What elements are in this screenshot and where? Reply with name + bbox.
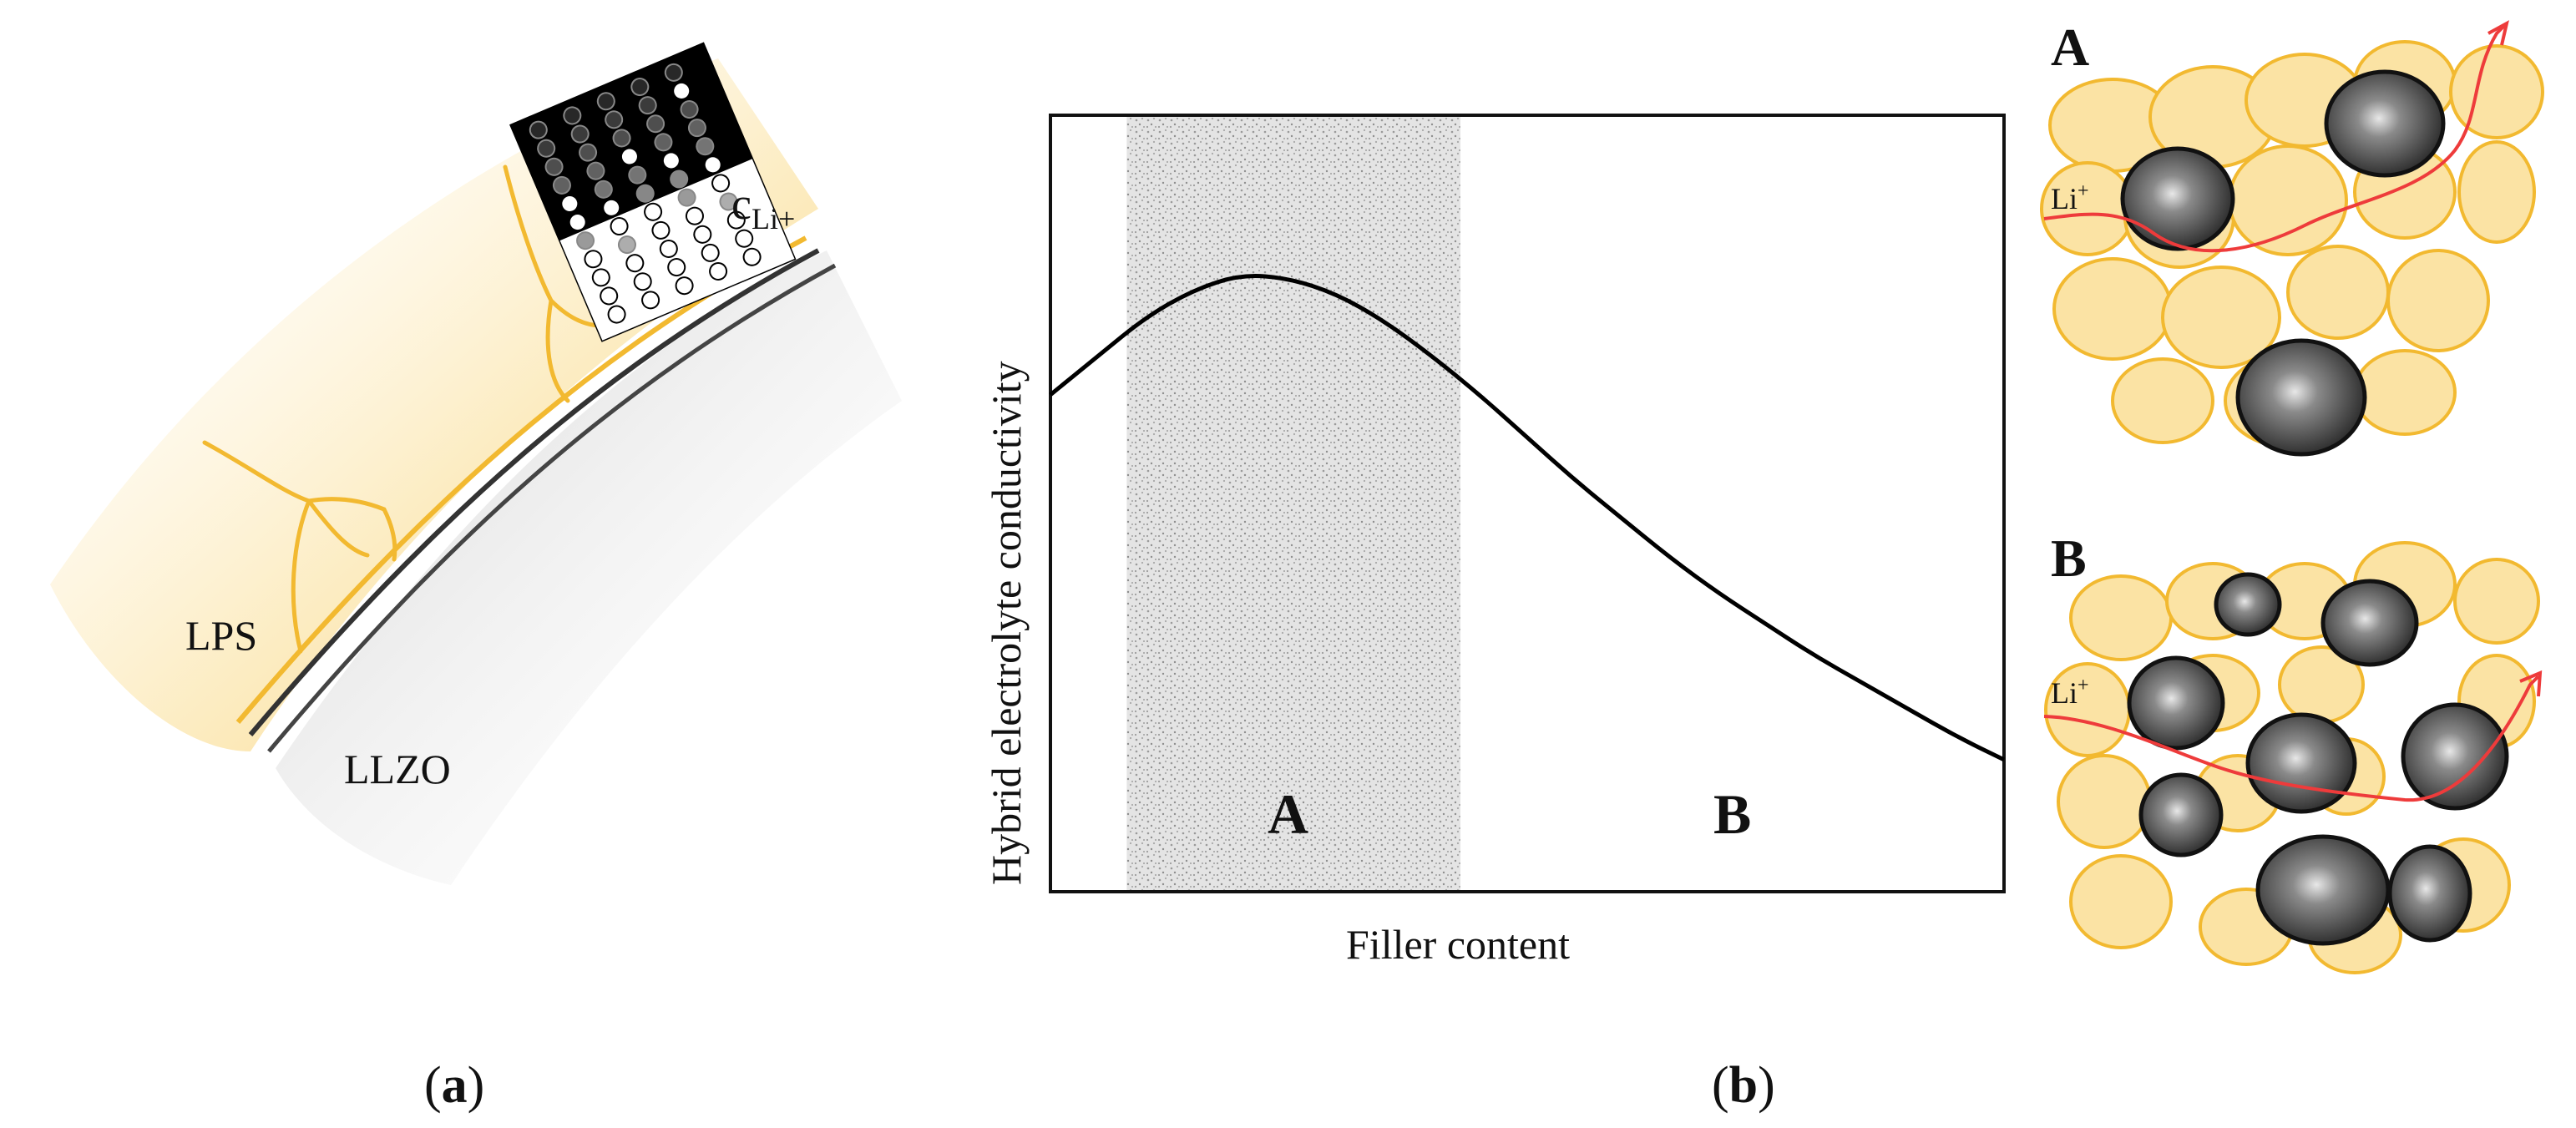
grid-dot <box>570 124 590 144</box>
filler-particle <box>2245 712 2357 814</box>
filler-particle <box>2324 69 2446 178</box>
grid-dot <box>641 291 660 310</box>
caption-b: (b) <box>1712 1057 1775 1114</box>
grid-dot <box>742 247 762 266</box>
filler-particle <box>2214 572 2282 637</box>
grid-dot <box>703 155 722 175</box>
grid-dot <box>602 198 621 217</box>
grid-dot <box>709 261 728 281</box>
inset-b: B <box>2043 529 2543 974</box>
grid-dot <box>701 243 720 262</box>
conductivity-curve <box>1049 274 2006 762</box>
grid-dot <box>675 276 694 296</box>
concentration-grid <box>509 42 797 342</box>
ion-path-a <box>2043 23 2507 253</box>
grid-dot <box>680 100 699 119</box>
ion-arrowhead-a <box>2487 20 2509 46</box>
ion-label-a: Li+ <box>2051 180 2089 215</box>
y-axis-label: Hybrid electrolyte conductivity <box>983 361 1030 885</box>
grid-dot <box>568 213 587 232</box>
grid-dot <box>610 216 629 235</box>
x-axis-label: Filler content <box>1346 921 1570 968</box>
grid-dot <box>594 180 613 199</box>
grid-dot <box>552 175 571 195</box>
panel-a: cLi+ LPS LLZO (a) <box>50 42 902 1114</box>
grid-dot <box>617 235 636 255</box>
inset-a-fillers <box>2120 69 2446 457</box>
grid-dot <box>537 139 556 158</box>
region-label-a: A <box>1268 782 1308 846</box>
grid-dot <box>667 258 686 277</box>
filler-particle <box>2387 844 2472 943</box>
grid-dot <box>576 231 595 250</box>
grid-dot <box>560 194 579 213</box>
grid-dot <box>711 174 731 193</box>
grid-dot <box>644 202 663 221</box>
interface-line-inner <box>267 263 837 753</box>
inset-a: A Li+ <box>2040 18 2544 457</box>
grid-dot <box>685 206 704 225</box>
grid-dot <box>693 225 712 244</box>
grid-dot <box>620 147 639 166</box>
grid-dot <box>659 239 678 258</box>
label-c-li: cLi+ <box>731 179 795 235</box>
region-label-b: B <box>1713 782 1751 846</box>
grid-dot <box>579 143 598 162</box>
filler-particle <box>2320 579 2419 667</box>
grid-dot <box>670 169 689 189</box>
grid-dot <box>591 268 610 287</box>
grid-dot <box>672 81 691 100</box>
grid-dot <box>628 165 647 185</box>
plot-frame <box>1049 114 2006 893</box>
grid-dot <box>661 151 681 170</box>
grid-dot <box>633 272 652 291</box>
label-llzo: LLZO <box>344 746 451 792</box>
grid-dot <box>584 250 603 269</box>
grid-dot <box>654 133 673 152</box>
grid-dot <box>600 286 619 306</box>
grid-dot <box>687 119 706 138</box>
filler-particle <box>2235 338 2367 457</box>
grid-dot <box>726 210 746 230</box>
grid-dot <box>596 92 615 111</box>
grid-dot <box>635 184 655 203</box>
inset-b-letter: B <box>2051 529 2087 588</box>
grid-dot <box>612 129 631 148</box>
grid-dot <box>625 254 645 273</box>
panel-b: A B Hybrid electrolyte conductivity Fill… <box>983 114 2006 1114</box>
filler-particle <box>2120 146 2235 251</box>
grid-dot <box>607 305 626 324</box>
filler-particle <box>2138 772 2224 857</box>
label-lps: LPS <box>185 612 257 659</box>
grid-dot <box>638 96 657 115</box>
grid-dot <box>529 120 548 139</box>
grid-dot <box>646 114 666 134</box>
inset-b-fillers <box>2127 572 2509 946</box>
grid-dot <box>630 78 650 97</box>
ion-arrowhead-b <box>2519 670 2543 697</box>
grid-dot <box>664 63 683 82</box>
grid-dot <box>696 137 715 156</box>
grid-dot <box>677 188 696 207</box>
filler-particle <box>2401 702 2509 811</box>
interface-line-outer <box>248 248 820 736</box>
ion-path-b <box>2043 675 2540 802</box>
caption-a: (a) <box>424 1057 484 1114</box>
grid-dot <box>605 110 624 129</box>
grid-dot <box>586 161 605 180</box>
filler-particle <box>2255 834 2391 946</box>
shaded-region-a <box>1126 115 1461 892</box>
grid-dot <box>735 229 754 248</box>
inset-a-letter: A <box>2051 18 2089 77</box>
llzo-region <box>276 250 902 885</box>
grid-dot <box>544 157 564 176</box>
grid-dot <box>563 106 582 125</box>
ion-label-b: Li+ <box>2051 675 2089 710</box>
grid-dot <box>651 220 671 240</box>
filler-particle <box>2127 655 2225 751</box>
grid-dot <box>719 192 738 211</box>
